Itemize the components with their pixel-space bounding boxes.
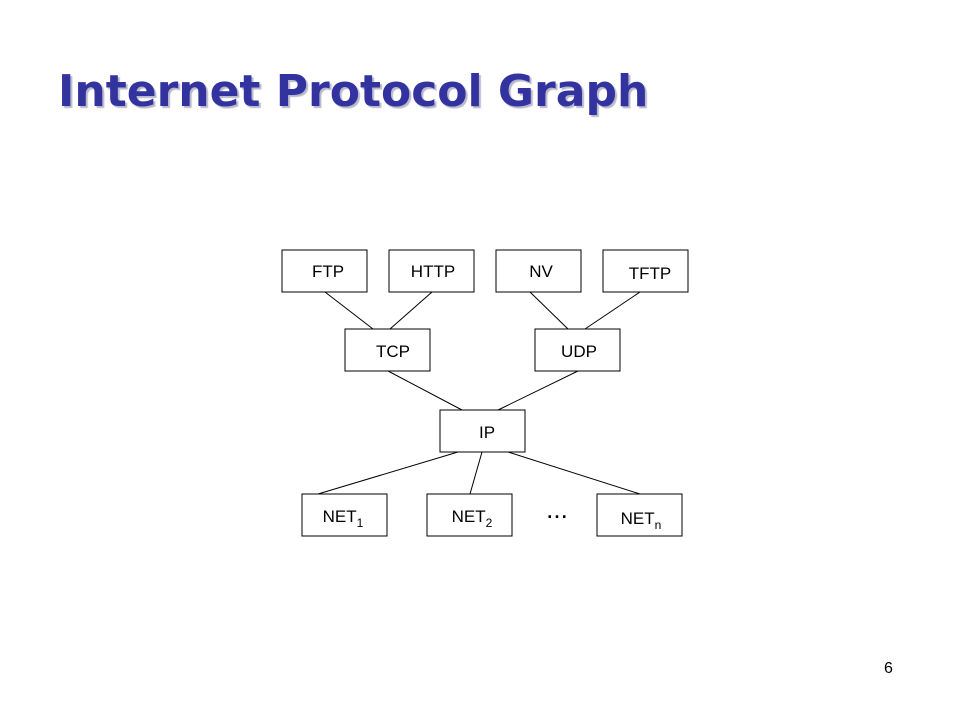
node-nv-label: NV: [529, 262, 553, 281]
node-net2-subscript: 2: [486, 516, 493, 530]
node-ip: IP: [439, 409, 526, 453]
edge-ip-net1: [317, 451, 459, 495]
node-netn: NETn: [596, 493, 683, 537]
edge-nv-udp: [529, 291, 569, 330]
node-nv: NV: [495, 249, 582, 293]
node-tcp-label: TCP: [376, 342, 410, 361]
page-number: 6: [884, 660, 893, 677]
ellipsis: ...: [546, 494, 568, 524]
node-net1: NET1: [301, 493, 388, 537]
edge-tftp-udp: [584, 291, 641, 330]
edge-ip-net2: [469, 451, 483, 495]
node-udp: UDP: [534, 328, 621, 372]
node-http-label: HTTP: [411, 262, 455, 281]
node-tftp: TFTP: [602, 249, 689, 293]
node-tcp: TCP: [344, 328, 431, 372]
edge-http-tcp: [389, 291, 433, 330]
edge-udp-ip: [497, 370, 579, 411]
node-ip-label: IP: [479, 423, 495, 442]
node-net1-name: NET: [323, 507, 357, 526]
node-net2-label: NET2: [452, 507, 493, 530]
node-http: HTTP: [388, 249, 475, 293]
node-netn-name: NET: [621, 509, 655, 528]
node-ftp-label: FTP: [312, 262, 344, 281]
node-net1-label: NET1: [323, 507, 364, 530]
edge-tcp-ip: [387, 370, 463, 411]
node-net1-subscript: 1: [357, 516, 364, 530]
edge-ftp-tcp: [324, 291, 374, 330]
node-net2: NET2: [426, 493, 513, 537]
node-udp-label: UDP: [561, 342, 597, 361]
node-netn-label: NETn: [621, 509, 662, 532]
slide-title: Internet Protocol Graph: [58, 66, 649, 117]
node-netn-subscript: n: [655, 518, 662, 532]
node-ftp: FTP: [281, 249, 368, 293]
node-net2-name: NET: [452, 507, 486, 526]
node-tftp-label: TFTP: [629, 264, 672, 283]
edge-ip-netn: [507, 451, 641, 495]
edges: [317, 291, 641, 495]
